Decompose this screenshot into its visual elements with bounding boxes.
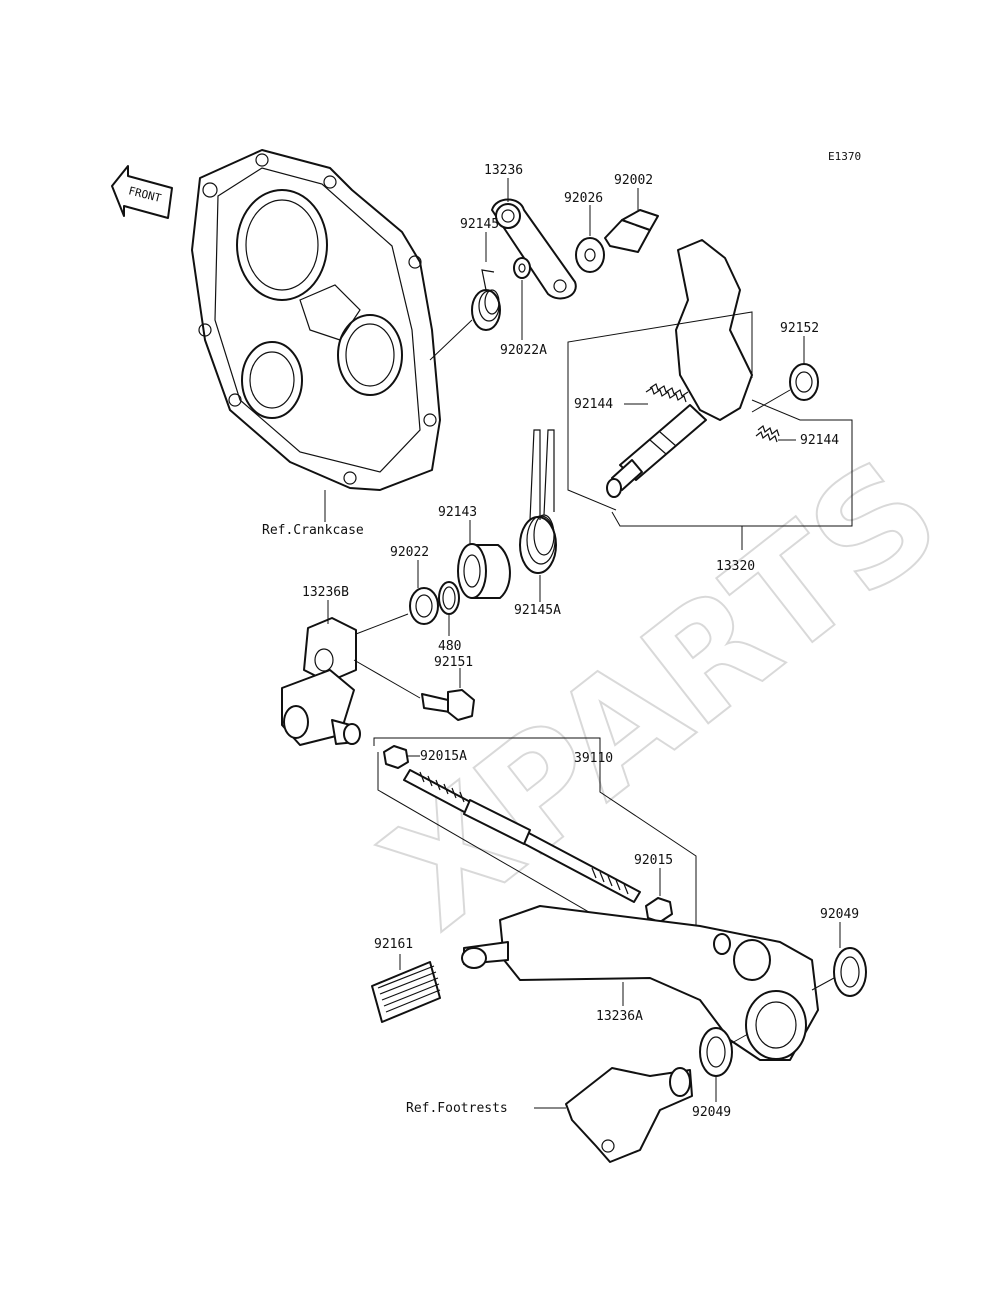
ref-crankcase: Ref.Crankcase — [262, 523, 364, 538]
part-92152-seal — [751, 336, 819, 413]
label-92144-a: 92144 — [574, 397, 613, 412]
part-13236A-pedal — [463, 905, 819, 1061]
label-92015A: 92015A — [420, 749, 467, 764]
label-92145A: 92145A — [514, 603, 561, 618]
part-92145A-spring — [519, 429, 557, 602]
label-92002: 92002 — [614, 173, 653, 188]
label-13236B: 13236B — [302, 585, 349, 600]
label-13236A: 13236A — [596, 1009, 643, 1024]
front-arrow-icon: FRONT — [111, 165, 173, 219]
part-92049-seal-a — [811, 922, 867, 997]
label-92143: 92143 — [438, 505, 477, 520]
part-92015-nut — [645, 868, 673, 923]
part-39110-tie-rod — [373, 737, 697, 931]
label-92151: 92151 — [434, 655, 473, 670]
part-480-circlip — [438, 581, 460, 636]
part-92022-washer — [355, 560, 439, 635]
part-92015A-nut — [383, 745, 420, 769]
part-92145-spring — [429, 232, 501, 361]
footrest-bracket-drawing — [534, 1067, 693, 1163]
label-92015: 92015 — [634, 853, 673, 868]
ref-footrests: Ref.Footrests — [406, 1101, 508, 1116]
crankcase-drawing — [191, 149, 441, 522]
part-92022A-washer — [513, 257, 531, 340]
part-92026-washer — [575, 205, 605, 273]
part-92161-rubber — [371, 947, 487, 1023]
label-92152: 92152 — [780, 321, 819, 336]
part-92049-seal-b — [699, 1027, 749, 1102]
label-92161: 92161 — [374, 937, 413, 952]
label-13236: 13236 — [484, 163, 523, 178]
part-92144-spring-b — [755, 424, 796, 443]
part-92002-bolt — [604, 188, 659, 253]
label-39110: 39110 — [574, 751, 613, 766]
part-92143-collar — [457, 520, 511, 599]
label-92145: 92145 — [460, 217, 499, 232]
diagram-code: E1370 — [828, 150, 861, 163]
label-92026: 92026 — [564, 191, 603, 206]
label-92022A: 92022A — [500, 343, 547, 358]
label-92144-b: 92144 — [800, 433, 839, 448]
label-480: 480 — [438, 639, 461, 654]
label-92022: 92022 — [390, 545, 429, 560]
label-92049-a: 92049 — [820, 907, 859, 922]
part-92144-spring-a — [624, 383, 689, 405]
part-92151-bolt — [353, 659, 475, 721]
part-13236B-lever — [281, 600, 361, 746]
label-13320: 13320 — [716, 559, 755, 574]
label-92049-b: 92049 — [692, 1105, 731, 1120]
part-13320-shift-shaft — [567, 239, 853, 550]
part-13236-link — [491, 178, 577, 300]
